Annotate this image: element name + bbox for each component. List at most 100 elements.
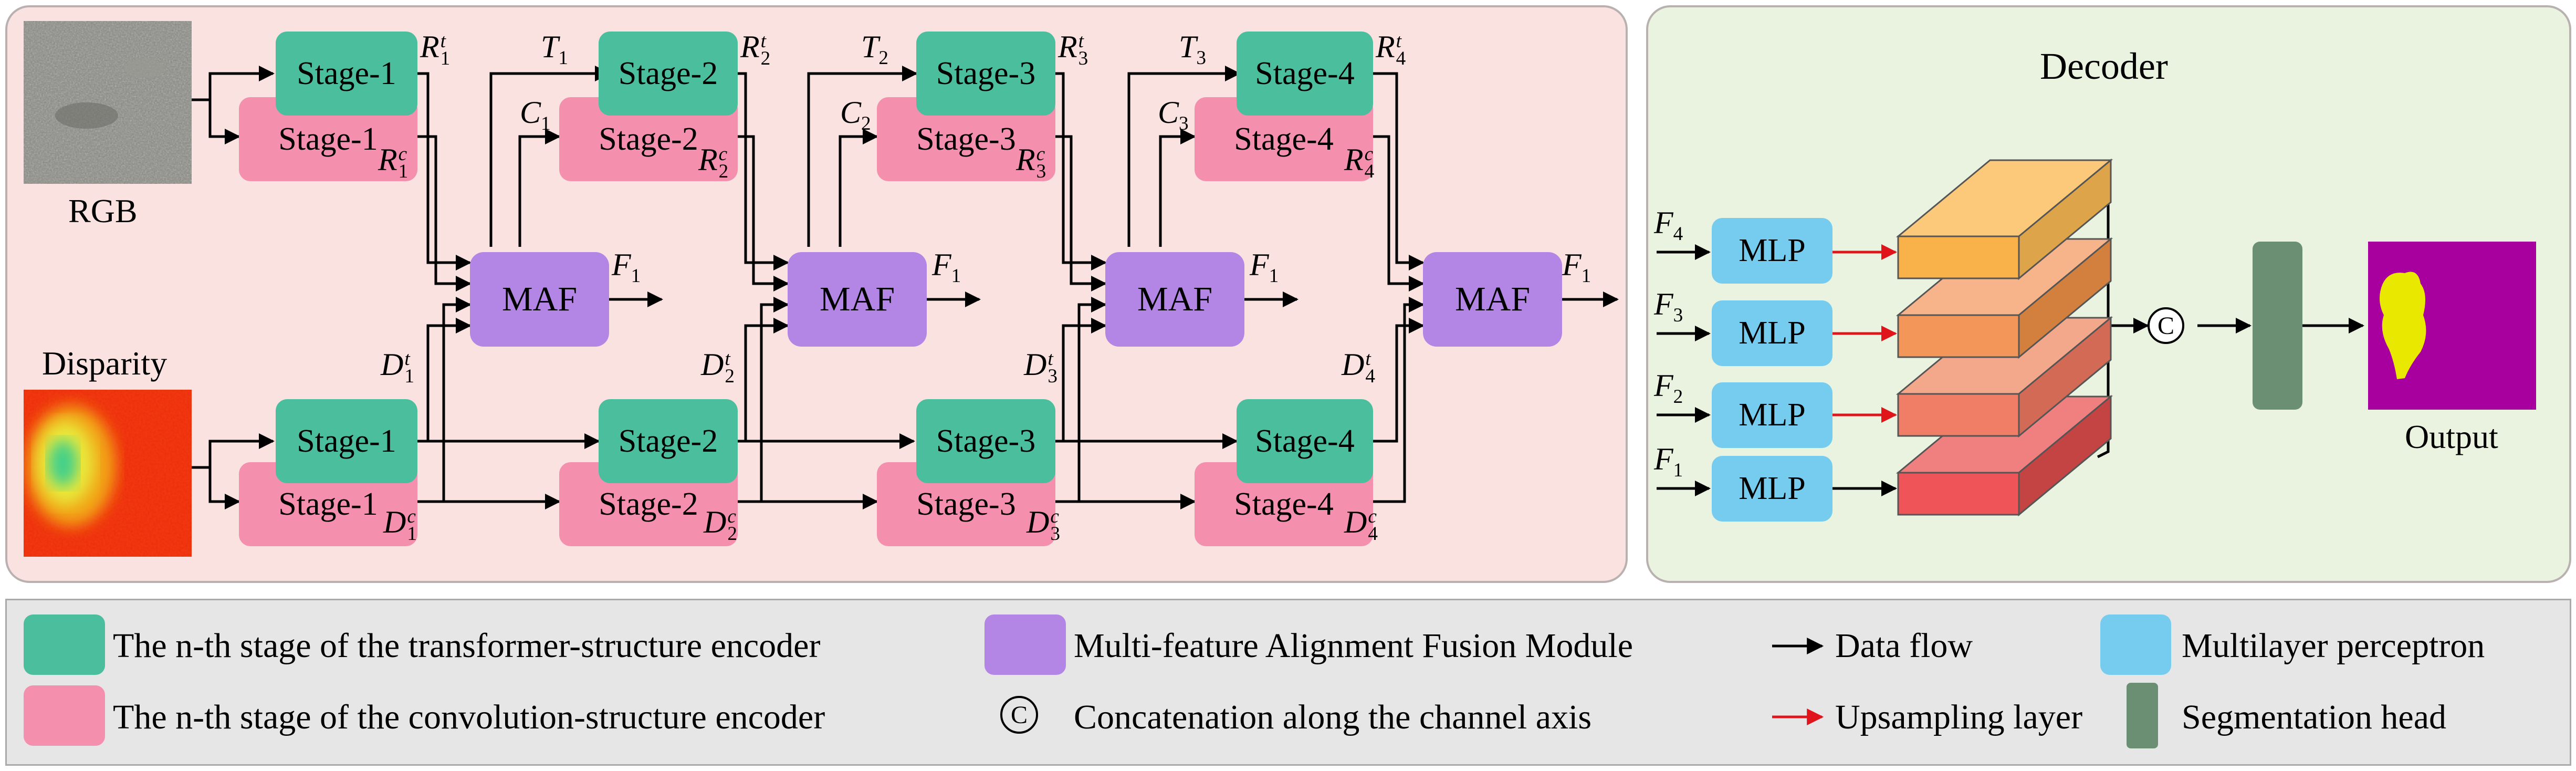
c-input-label: C1 — [520, 95, 551, 134]
maf-label: MAF — [819, 280, 895, 318]
decoder-input-label: F2 — [1654, 368, 1683, 408]
legend-mlp-swatch — [2100, 614, 2171, 675]
segmentation-head — [2253, 242, 2302, 410]
maf-output-label: F1 — [1250, 247, 1279, 287]
maf-label: MAF — [1137, 280, 1213, 318]
stage-label: Stage-2 — [618, 55, 718, 91]
rgb-transformer-stage-2: Stage-2 — [599, 32, 738, 116]
legend-maf-text: Multi-feature Alignment Fusion Module — [1074, 627, 1633, 665]
legend-mlp-text: Multilayer perceptron — [2182, 627, 2485, 665]
stage-label: Stage-4 — [1255, 55, 1355, 91]
legend-data-flow-text: Data flow — [1835, 627, 1973, 665]
maf-module-1: MAF — [470, 252, 609, 347]
disparity-image — [24, 390, 192, 557]
mlp-box-4: MLP — [1712, 218, 1832, 284]
rgb-image — [24, 21, 192, 184]
output-image — [2368, 242, 2536, 410]
stage-flow-lines — [415, 66, 1619, 509]
legend-concat-icon: C — [1000, 696, 1038, 734]
c-input-label: C3 — [1158, 95, 1189, 134]
mlp-box-2: MLP — [1712, 382, 1832, 448]
legend-convolution-swatch — [24, 685, 105, 746]
legend-transformer-swatch — [24, 614, 105, 675]
stage-label: Stage-1 — [297, 55, 396, 91]
maf-output-label: F1 — [932, 247, 961, 287]
stage-label: Stage-3 — [936, 55, 1036, 91]
stage-label: Stage-3 — [916, 486, 1016, 522]
legend-arrows — [1772, 638, 1824, 725]
stage-label: Stage-2 — [599, 486, 698, 522]
mlp-label: MLP — [1739, 315, 1806, 351]
legend-concat-text: Concatenation along the channel axis — [1074, 698, 1592, 736]
upsampling-arrows — [1832, 244, 1897, 423]
rgb-label: RGB — [68, 192, 138, 230]
rgb-transformer-stage-1: Stage-1 — [276, 32, 417, 116]
disp-transformer-stage-2: Stage-2 — [599, 399, 738, 483]
maf-module-3: MAF — [1105, 252, 1244, 347]
legend-upsampling-text: Upsampling layer — [1835, 698, 2083, 736]
concat-icon: C — [2148, 307, 2184, 344]
mlp-label: MLP — [1739, 397, 1806, 433]
decoder-title: Decoder — [2040, 45, 2168, 87]
stage-label: Stage-1 — [278, 121, 378, 157]
stage-label: Stage-2 — [599, 121, 698, 157]
c-input-label: C2 — [840, 95, 871, 134]
mlp-label: MLP — [1739, 471, 1806, 506]
stage-label: Stage-3 — [936, 423, 1036, 459]
feature-cuboid-4 — [1896, 158, 2113, 280]
stage-label: Stage-4 — [1255, 423, 1355, 459]
t-input-label: T3 — [1179, 29, 1206, 69]
stage-label: Stage-2 — [618, 423, 718, 459]
legend-convolution-text: The n-th stage of the convolution-struct… — [113, 698, 825, 736]
maf-module-2: MAF — [788, 252, 927, 347]
legend-maf-swatch — [985, 614, 1066, 675]
t-input-label: T1 — [541, 29, 568, 69]
rgb-input-arrows — [192, 66, 275, 144]
disparity-label: Disparity — [42, 345, 167, 382]
output-label: Output — [2405, 418, 2498, 455]
maf-label: MAF — [501, 280, 578, 318]
disp-transformer-stage-4: Stage-4 — [1237, 399, 1373, 483]
rgb-conv-stage-1: Stage-1 — [239, 97, 417, 181]
disparity-input-arrows — [192, 433, 275, 509]
rgb-transformer-stage-3: Stage-3 — [916, 32, 1055, 116]
decoder-input-label: F3 — [1654, 287, 1683, 326]
mlp-label: MLP — [1739, 233, 1806, 268]
stage-label: Stage-1 — [278, 486, 378, 522]
legend-seg-head-text: Segmentation head — [2182, 698, 2447, 736]
stage-label: Stage-3 — [916, 121, 1016, 157]
mlp-box-3: MLP — [1712, 300, 1832, 366]
disp-transformer-stage-1: Stage-1 — [276, 399, 417, 483]
maf-output-label: F1 — [1562, 247, 1591, 287]
maf-module-4: MAF — [1423, 252, 1562, 347]
maf-label: MAF — [1454, 280, 1531, 318]
disp-transformer-stage-3: Stage-3 — [916, 399, 1055, 483]
concat-symbol: C — [2157, 311, 2174, 340]
stage-label: Stage-1 — [297, 423, 396, 459]
legend-concat-symbol: C — [1010, 701, 1028, 729]
legend-seg-head-swatch — [2127, 683, 2158, 748]
feature-stack — [1896, 158, 2113, 517]
stage-label: Stage-4 — [1234, 121, 1334, 157]
rgb-transformer-stage-4: Stage-4 — [1237, 32, 1373, 116]
feature-cuboid-2 — [1896, 316, 2113, 438]
decoder-input-label: F1 — [1654, 442, 1683, 481]
mlp-box-1: MLP — [1712, 456, 1832, 522]
